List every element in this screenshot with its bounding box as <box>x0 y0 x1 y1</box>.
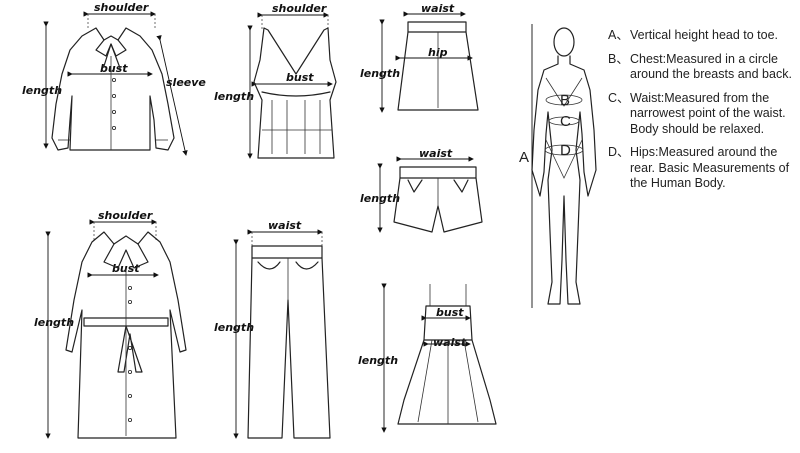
coat-length-label: length <box>34 316 74 329</box>
legend-item-d: D、 Hips:Measured around the rear. Basic … <box>608 145 793 192</box>
skirt-waist-label: waist <box>421 2 455 15</box>
shorts-drawing: waist length <box>360 147 482 232</box>
dress-drawing: bust waist length <box>358 284 496 432</box>
measurement-legend: A、 Vertical height head to toe. B、 Chest… <box>608 28 793 200</box>
skirt-length-label: length <box>360 67 400 80</box>
blouse-shoulder-label: shoulder <box>94 1 149 14</box>
jeans-length-label: length <box>214 321 254 334</box>
dress-length-label: length <box>358 354 398 367</box>
legend-key-d: D、 <box>608 145 630 192</box>
letter-a: A <box>519 149 529 166</box>
legend-key-a: A、 <box>608 28 630 44</box>
skirt-drawing: waist hip length <box>360 2 478 112</box>
coat-shoulder-label: shoulder <box>98 209 153 222</box>
tank-length-label: length <box>214 90 254 103</box>
letter-b: B <box>560 92 570 109</box>
legend-item-a: A、 Vertical height head to toe. <box>608 28 793 44</box>
legend-text-c: Waist:Measured from the narrowest point … <box>630 91 793 138</box>
letter-d: D <box>560 142 571 159</box>
tank-bust-label: bust <box>286 71 314 84</box>
legend-item-b: B、 Chest:Measured in a circle around the… <box>608 52 793 83</box>
legend-key-c: C、 <box>608 91 630 138</box>
legend-key-b: B、 <box>608 52 630 83</box>
dress-waist-label: waist <box>433 336 467 349</box>
blouse-drawing: shoulder length sleeve bust <box>22 1 206 155</box>
dress-bust-label: bust <box>436 306 464 319</box>
human-body-figure: A B C D <box>519 24 596 308</box>
legend-text-d: Hips:Measured around the rear. Basic Mea… <box>630 145 793 192</box>
tank-top-drawing: shoulder bust length <box>214 2 336 158</box>
legend-text-b: Chest:Measured in a circle around the br… <box>630 52 793 83</box>
blouse-sleeve-label: sleeve <box>166 76 206 89</box>
legend-text-a: Vertical height head to toe. <box>630 28 793 44</box>
shorts-waist-label: waist <box>419 147 453 160</box>
tank-shoulder-label: shoulder <box>272 2 327 15</box>
shorts-length-label: length <box>360 192 400 205</box>
legend-item-c: C、 Waist:Measured from the narrowest poi… <box>608 91 793 138</box>
jeans-waist-label: waist <box>268 219 302 232</box>
jeans-drawing: waist length <box>214 219 330 438</box>
blouse-length-label: length <box>22 84 62 97</box>
coat-drawing: shoulder bust length <box>34 209 186 438</box>
letter-c: C <box>560 113 571 130</box>
